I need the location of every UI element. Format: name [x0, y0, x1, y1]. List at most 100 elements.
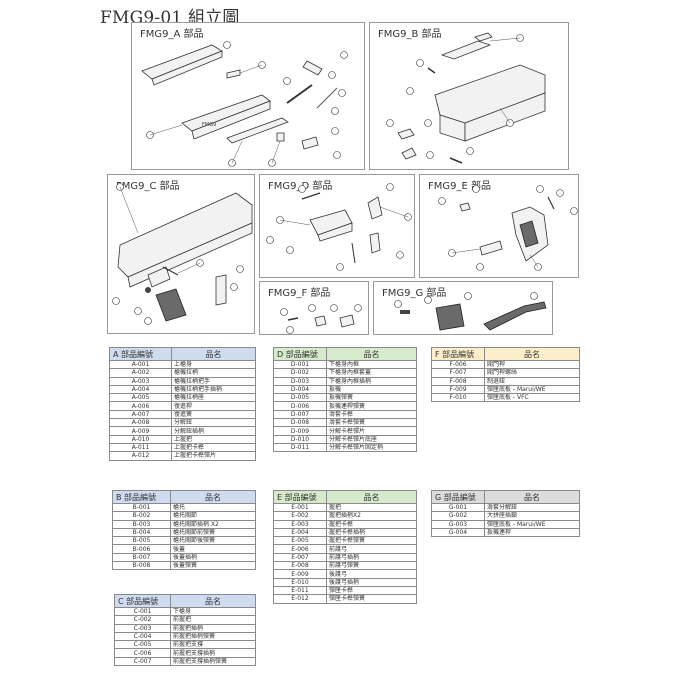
panel-d-drawing: [266, 183, 412, 271]
part-name: 分解卡榫彈片底座: [326, 434, 417, 444]
part-code: D-003: [273, 376, 327, 386]
part-code: B-008: [112, 561, 171, 571]
part-code: E-008: [273, 561, 327, 571]
part-code: A-008: [109, 418, 172, 428]
part-code: C-006: [114, 648, 171, 658]
name-header: 品名: [171, 347, 256, 361]
part-code: D-006: [273, 401, 327, 411]
part-code: A-004: [109, 384, 172, 395]
part-code: D-011: [273, 442, 327, 453]
panel-a-drawing: FMG9: [141, 41, 348, 167]
part-name: 槍托關節後彈簧: [170, 536, 256, 546]
part-code: E-011: [273, 585, 327, 596]
part-code: E-010: [273, 577, 327, 587]
panel-label-f: FMG9_F 部品: [268, 288, 331, 299]
part-name: 後護弓: [326, 569, 417, 579]
panel-e: FMG9_E 部品: [419, 174, 579, 278]
part-code: B-004: [112, 527, 171, 538]
part-code: A-010: [109, 434, 172, 444]
part-code: A-009: [109, 426, 172, 436]
panel-g: FMG9_G 部品: [373, 281, 553, 335]
part-name: 前護弓: [326, 544, 417, 554]
bottom-rail: [226, 117, 289, 144]
part-name: 槍托關節前彈簧: [170, 527, 256, 538]
part-code: D-001: [273, 359, 327, 370]
part-name: 槍托關節: [170, 511, 256, 521]
panel-a: FMG9_A 部品 FMG9: [131, 22, 365, 170]
part-name: 槍機拉柄把手: [171, 376, 256, 386]
part-name: 滑套卡榫: [326, 409, 417, 420]
part-name: 彈匣卡榫彈簧: [326, 594, 417, 604]
part-name: 槍托: [170, 502, 256, 513]
part-name: 上握把卡榫彈片: [171, 451, 256, 461]
part-code: F-010: [431, 393, 485, 403]
part-code: G-004: [431, 527, 485, 538]
part-name: 下槍身內框插梢: [326, 376, 417, 386]
part-name: 滑套卡榫彈簧: [326, 418, 417, 428]
part-code: G-001: [431, 502, 485, 513]
magazine-baseplate: [435, 303, 465, 331]
part-code: C-004: [114, 631, 171, 642]
part-code: E-001: [273, 502, 327, 513]
part-name: 槍機拉柄把手插梢: [171, 384, 256, 395]
part-name: 前握把支撐: [170, 640, 256, 650]
part-code: E-006: [273, 544, 327, 554]
code-header: B 部品編號: [112, 490, 171, 504]
name-header: 品名: [170, 490, 256, 504]
part-name: 下槍身: [170, 606, 256, 617]
part-name: 前握把插梢: [170, 623, 256, 633]
part-code: B-002: [112, 511, 171, 521]
part-code: E-004: [273, 527, 327, 538]
part-code: C-007: [114, 656, 171, 667]
part-code: B-001: [112, 502, 171, 513]
part-name: 扳機連桿彈簧: [326, 401, 417, 411]
part-code: F-007: [431, 368, 485, 378]
part-code: C-005: [114, 640, 171, 650]
code-header: A 部品編號: [109, 347, 172, 361]
part-code: G-003: [431, 519, 485, 529]
part-code: E-005: [273, 536, 327, 546]
part-name: 扳機彈簧: [326, 393, 417, 403]
part-name: 握把卡榫彈簧: [326, 536, 417, 546]
panel-label-g: FMG9_G 部品: [382, 288, 447, 299]
part-code: G-002: [431, 511, 485, 521]
part-name: 彈匣卡榫: [326, 585, 417, 596]
part-code: A-005: [109, 393, 172, 403]
part-name: 滑套分解鈕: [484, 502, 580, 513]
part-code: C-002: [114, 615, 171, 625]
part-name: 握把: [326, 502, 417, 513]
part-name: 上握把卡榫: [171, 442, 256, 453]
part-name: 復進簧: [171, 409, 256, 420]
part-name: 制退鈕: [484, 376, 580, 386]
panel-b-drawing: [386, 32, 546, 164]
part-code: A-007: [109, 409, 172, 420]
part-code: A-011: [109, 442, 172, 453]
